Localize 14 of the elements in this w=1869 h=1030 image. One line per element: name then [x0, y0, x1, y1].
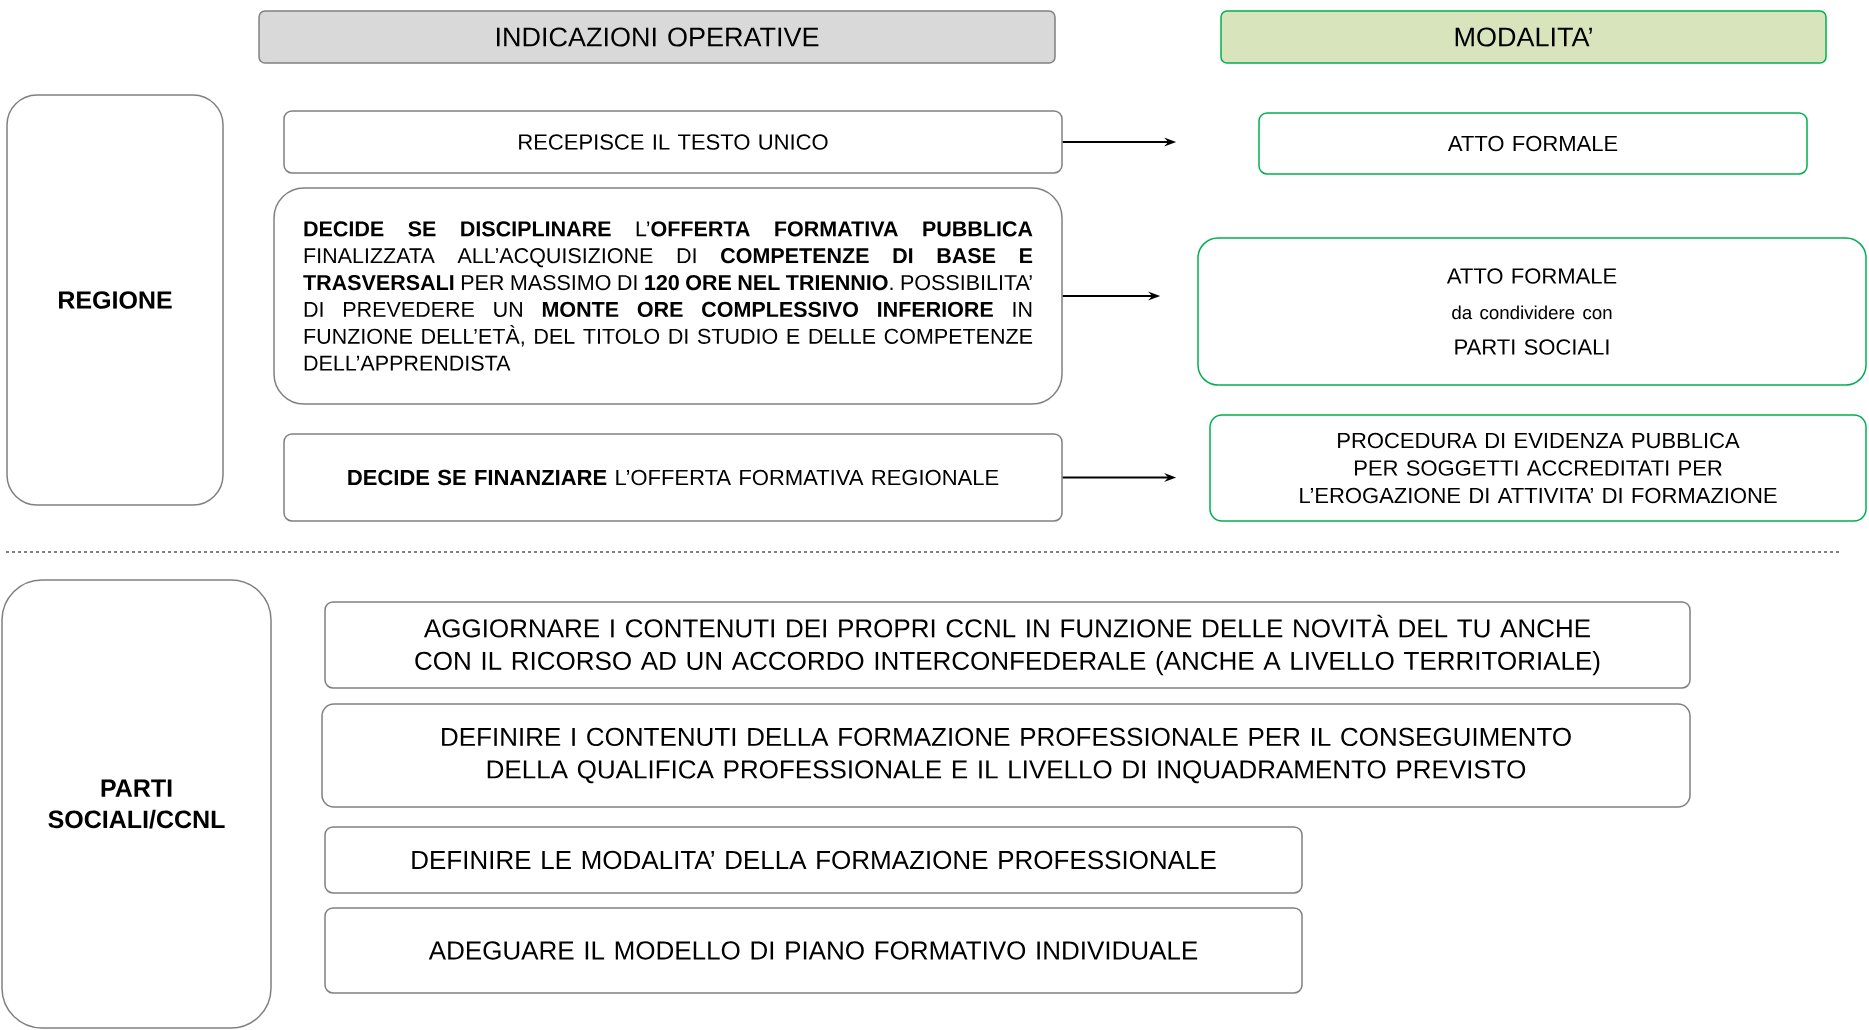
task-box: DEFINIRE I CONTENUTI DELLA FORMAZIONE PROFESSIONALE PER IL CONSEGUIMENTO DELLA QUALIFICA PROFESSIONALE E IL LIVELLO DI INQUADRAMENTO PREVISTO	[321, 703, 1691, 808]
process-box: DECIDE SE DISCIPLINARE L’OFFERTA FORMATIVA PUBBLICA FINALIZZATA ALL’ACQUISIZIONE DI COMPETENZE DI BASE E TRASVERSALI PER MASSIMO DI 120 ORE NEL TRIENNIO. POSSIBILITA’ DI PREVEDERE UN MONTE ORE COMPLESSIVO INFERIORE IN FUNZIONE DELL’ETÀ, DEL TITOLO DI STUDIO E DELLE COMPETENZE DELL’APPRENDISTA	[273, 187, 1063, 405]
process-box: DECIDE SE FINANZIARE L’OFFERTA FORMATIVA REGIONALE	[283, 433, 1063, 522]
outcome-box: PROCEDURA DI EVIDENZA PUBBLICA PER SOGGETTI ACCREDITATI PER L’EROGAZIONE DI ATTIVITA’ DI FORMAZIONE	[1209, 414, 1867, 522]
header-box: INDICAZIONI OPERATIVE	[258, 10, 1056, 64]
task-box: AGGIORNARE I CONTENUTI DEI PROPRI CCNL IN FUNZIONE DELLE NOVITÀ DEL TU ANCHE CON IL RICORSO AD UN ACCORDO INTERCONFEDERALE (ANCHE A LIVELLO TERRITORIALE)	[324, 601, 1691, 689]
task-box: ADEGUARE IL MODELLO DI PIANO FORMATIVO INDIVIDUALE	[324, 907, 1303, 994]
process-box: RECEPISCE IL TESTO UNICO	[283, 110, 1063, 174]
outcome-box: ATTO FORMALE da condividere con PARTI SOCIALI	[1197, 237, 1867, 386]
entity-box: REGIONE	[6, 94, 224, 506]
outcome-box: ATTO FORMALE	[1258, 112, 1808, 175]
task-box: DEFINIRE LE MODALITA’ DELLA FORMAZIONE PROFESSIONALE	[324, 826, 1303, 894]
entity-box: PARTI SOCIALI/CCNL	[1, 579, 272, 1029]
header-box: MODALITA’	[1220, 10, 1827, 64]
